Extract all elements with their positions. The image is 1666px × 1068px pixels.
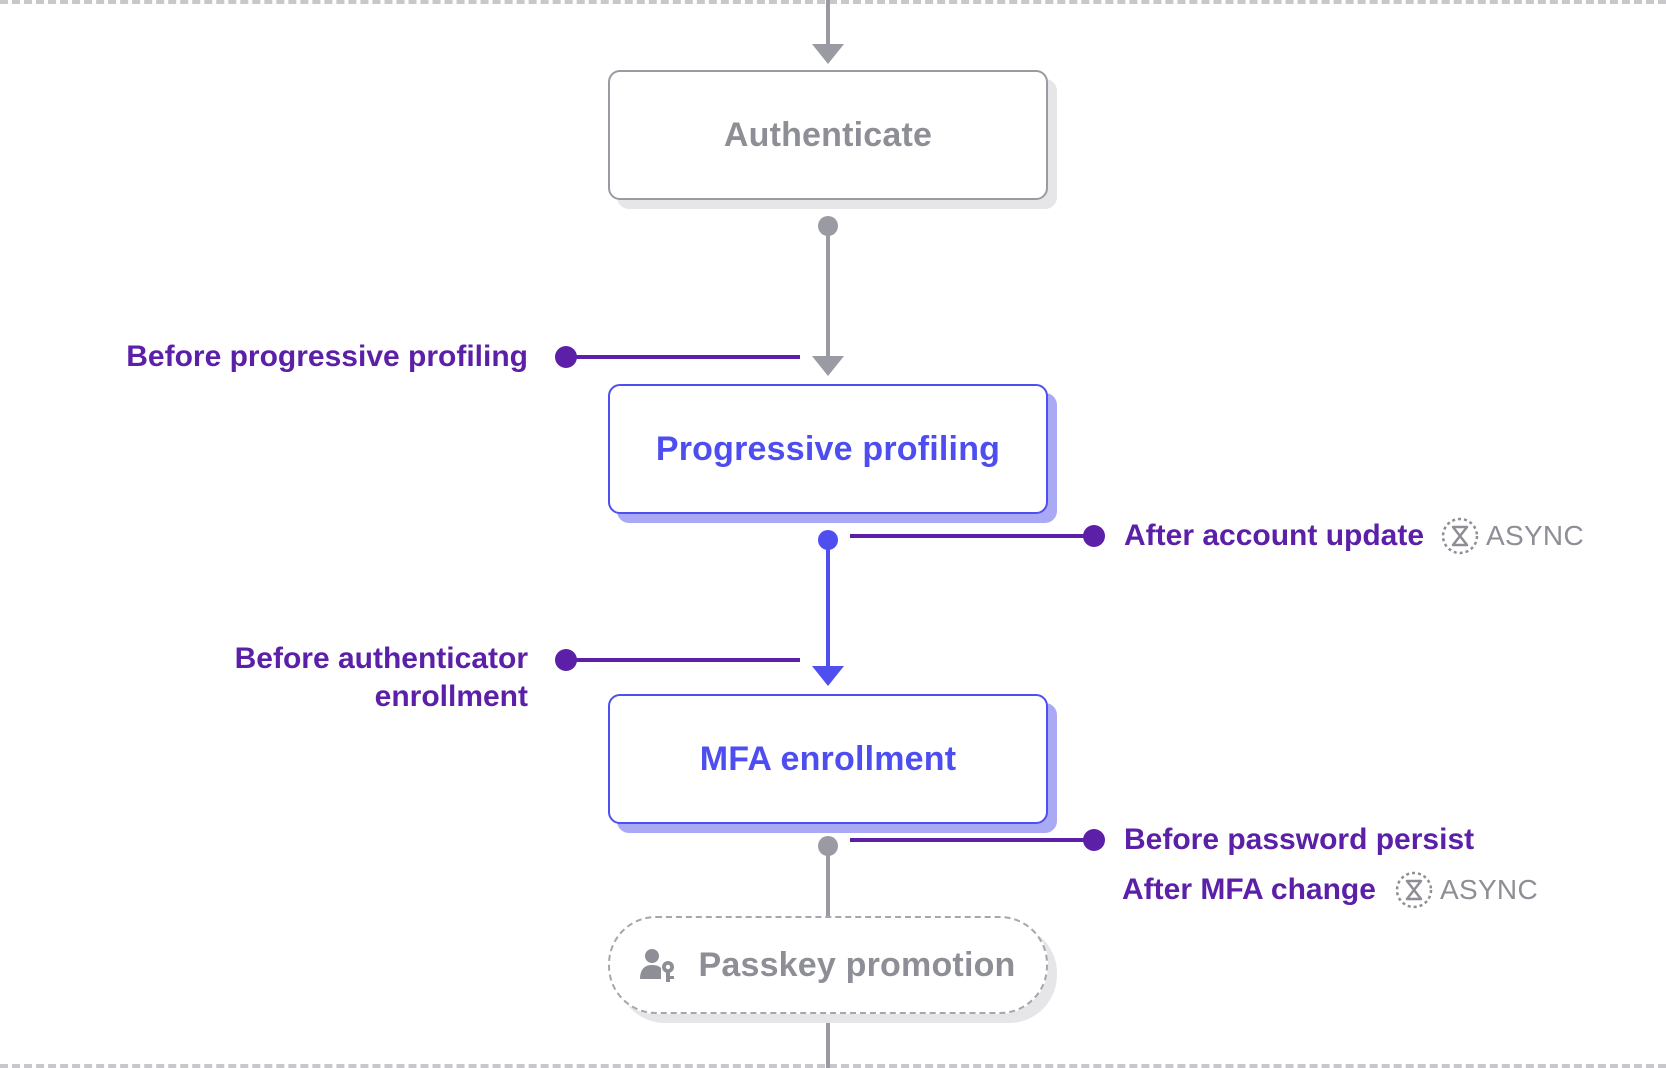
mfa-enrollment-label: MFA enrollment bbox=[699, 739, 957, 778]
async-label: ASYNC bbox=[1486, 520, 1584, 551]
hourglass-icon bbox=[1394, 870, 1434, 910]
progressive-profiling-node: Progressive profiling bbox=[608, 384, 1048, 514]
before-progressive-profiling-hook: Before progressive profiling bbox=[126, 340, 528, 373]
incoming-arrowhead bbox=[812, 44, 844, 64]
authenticate-label: Authenticate bbox=[723, 115, 933, 154]
user-key-icon bbox=[640, 947, 676, 983]
progressive-profiling-label: Progressive profiling bbox=[655, 429, 1001, 468]
passkey-promotion-label: Passkey promotion bbox=[698, 945, 1016, 984]
top-frame-border bbox=[0, 0, 1666, 4]
before-password-persist-dot bbox=[1083, 829, 1105, 851]
mfa-enrollment-arrowhead bbox=[812, 666, 844, 686]
after-account-update-hook: After account update bbox=[1124, 519, 1425, 552]
progressive-profiling-arrowhead bbox=[812, 356, 844, 376]
hourglass-icon bbox=[1440, 516, 1480, 556]
after-account-update-async-badge: ASYNC bbox=[1440, 516, 1584, 556]
bottom-frame-border bbox=[0, 1064, 1666, 1068]
after-mfa-change-hook: After MFA change bbox=[1122, 873, 1376, 906]
authenticate-node: Authenticate bbox=[608, 70, 1048, 200]
before-authenticator-enrollment-hook: Before authenticator enrollment bbox=[234, 642, 528, 713]
before-password-persist-hook: Before password persist bbox=[1124, 823, 1475, 856]
after-mfa-change-async-badge: ASYNC bbox=[1394, 870, 1538, 910]
mfa-enrollment-node: MFA enrollment bbox=[608, 694, 1048, 824]
passkey-promotion-node: Passkey promotion bbox=[608, 916, 1048, 1014]
async-label: ASYNC bbox=[1440, 874, 1538, 905]
after-account-update-dot bbox=[1083, 525, 1105, 547]
